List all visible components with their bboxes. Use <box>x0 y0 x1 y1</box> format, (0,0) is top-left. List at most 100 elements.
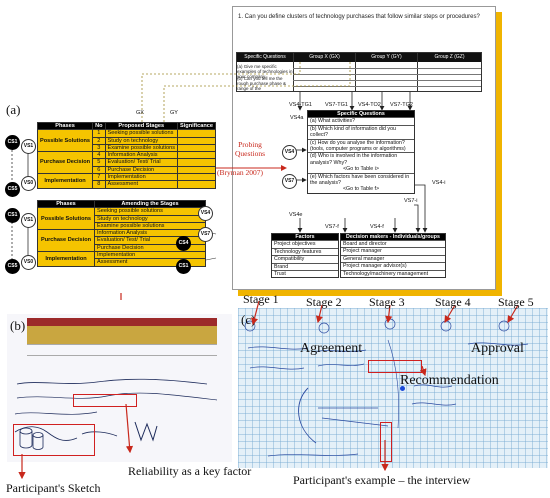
decision-maker-5: Technology/machinery management <box>341 269 445 277</box>
sketch-highlight-box <box>13 424 95 456</box>
decision-makers-header: Decision makers - Individuals/groups <box>341 234 445 240</box>
t2-phase-purchase: Purchase Decision <box>37 229 95 253</box>
vs-label-vs7-tg2: VS7-TG2 <box>390 102 413 108</box>
stage-3-label: Stage 3 <box>369 295 405 309</box>
stage-2-label: Stage 2 <box>306 295 342 309</box>
specific-questions-header: Specific Questions <box>308 111 414 118</box>
t1-no-3: 3 <box>92 143 106 153</box>
probing-line-1: Probing <box>238 140 262 149</box>
factor-3: Compatibility <box>272 255 338 262</box>
reliability-highlight-box <box>73 394 137 407</box>
agreement-annotation: Agreement <box>300 341 363 356</box>
vs-label-vs4-tg1: VS4-TG1 <box>289 102 312 108</box>
t2-header-amending: Amending the Stages <box>94 199 206 209</box>
sheet-question: 1. Can you define clusters of technology… <box>238 14 480 20</box>
stage-4-label: Stage 4 <box>435 295 471 309</box>
vs-label-vs4-f: VS4-f <box>370 224 384 230</box>
factor-1: Project objectives <box>272 240 338 247</box>
probing-questions-label: Probing Questions <box>220 140 280 158</box>
t1-phase-purchase: Purchase Decision <box>36 151 94 175</box>
t2-stage-3: Examine possible solutions <box>94 221 206 231</box>
factors-header: Factors <box>272 234 338 241</box>
t1-no-1: 1 <box>92 129 106 138</box>
panel-c-interview-photo <box>238 308 548 468</box>
decision-maker-4: Project manager advisor(s) <box>341 262 445 269</box>
vs1-marker-bottom: VS1 <box>21 213 36 228</box>
vs7-marker-spec: VS7 <box>282 174 297 189</box>
sq-go-table-i: <Go to Table i> <box>343 166 379 173</box>
vs-label-vs7-tg1: VS7-TG1 <box>325 102 348 108</box>
sheet-groups-table: Specific Questions Group X (GX) Group Y … <box>236 52 482 92</box>
sketch-table-yellow-strip <box>27 326 217 344</box>
sheet-row-a: (a) Give me specific examples of technol… <box>237 64 293 79</box>
sq-row-a: (a) What activities? <box>308 117 414 124</box>
decision-maker-1: Board and director <box>341 240 445 247</box>
decision-maker-3: General manager <box>341 254 445 262</box>
t2-phase-implementation: Implementation <box>37 251 95 267</box>
t2-stage-8: Assessment <box>94 258 206 267</box>
vs-label-vs4a: VS4a <box>290 115 304 121</box>
t1-stage-7: Implementation <box>104 173 179 182</box>
blue-dot <box>400 386 405 391</box>
stage-1-label: Stage 1 <box>243 292 279 306</box>
t1-phase-possible: Possible Solutions <box>36 129 94 153</box>
sq-row-e-text: (e) Which factors have been considered i… <box>310 173 410 187</box>
t1-stage-2: Study on technology <box>104 136 179 145</box>
vs1-marker-top: VS1 <box>21 139 36 154</box>
factors-box: Factors Project objectives Technology fe… <box>271 233 339 279</box>
sketch-scribbles <box>14 378 218 442</box>
sketch-table-lines <box>27 344 217 356</box>
sq-row-d-text: (d) Who is involved in the information a… <box>310 153 398 166</box>
sq-row-c: (c) How do you analyse the information? … <box>308 138 414 153</box>
t2-stage-7: Implementation <box>94 251 206 260</box>
sheet-row-b: (b) Can you tell me the rough purchase p… <box>237 76 287 91</box>
t1-no-4: 4 <box>92 151 106 160</box>
t1-no-2: 2 <box>92 136 106 145</box>
sheet-header-gz: Group Z (GZ) <box>418 53 481 62</box>
sheet-header-gy: Group Y (GY) <box>356 53 417 62</box>
cs5-marker-bottom: CS5 <box>5 259 20 274</box>
vs-label-vs4-to2: VS4-TO2 <box>358 102 381 108</box>
panel-b-sketch-photo <box>7 314 232 462</box>
vs7-marker-right: VS7 <box>198 227 213 242</box>
probing-line-2: Questions <box>235 149 265 158</box>
t1-stage-4: Information Analysis <box>104 151 179 160</box>
t1-header-no: No <box>92 121 106 131</box>
cs4-marker-right: CS4 <box>176 236 191 251</box>
factor-5: Trust <box>272 270 338 277</box>
t1-header-stages: Proposed Stages <box>104 121 179 131</box>
vs-label-vs7-i: VS7-i <box>404 198 418 204</box>
amended-stages-table: Phases Amending the Stages Possible Solu… <box>37 199 206 267</box>
t1-no-5: 5 <box>92 158 106 167</box>
sq-row-b: (b) Which kind of information did you co… <box>308 124 414 139</box>
vs-label-vs7-f: VS7-f <box>325 224 339 230</box>
t1-stage-8: Assessment <box>104 180 179 189</box>
reliability-caption: Reliability as a key factor <box>128 464 252 478</box>
proposed-stages-table: Phases No Proposed Stages Significance P… <box>36 121 216 189</box>
probing-citation: (Bryman 2007) <box>217 168 264 177</box>
t1-stage-5: Evaluation/ Test/ Trial <box>104 158 179 167</box>
vs4-marker-right: VS4 <box>198 206 213 221</box>
recommendation-annotation: Recommendation <box>400 373 499 388</box>
vs-label-vs4-i: VS4-i <box>432 180 446 186</box>
decision-makers-box: Decision makers - Individuals/groups Boa… <box>340 233 446 279</box>
t1-no-8: 8 <box>92 180 106 189</box>
t1-sig-8 <box>177 180 216 189</box>
cs5-marker-top: CS5 <box>5 182 20 197</box>
stage-5-label: Stage 5 <box>498 295 534 309</box>
sq-row-e: (e) Which factors have been considered i… <box>308 172 414 193</box>
panel-label-a: (a) <box>6 102 21 117</box>
vs4-marker-spec: VS4 <box>282 145 297 160</box>
sq-row-d: (d) Who is involved in the information a… <box>308 152 414 172</box>
gx-label: GX <box>136 110 144 116</box>
gy-label: GY <box>170 110 178 116</box>
cs1-marker-bottom: CS1 <box>5 208 20 223</box>
recommendation-highlight-box <box>368 360 422 373</box>
example-caption: Participant's example – the interview <box>293 473 471 487</box>
cs1-marker-right: CS1 <box>176 259 191 274</box>
approval-annotation: Approval <box>471 341 524 356</box>
sketch-cylinder-icon <box>19 427 44 450</box>
t1-stage-6: Purchase Decision <box>104 165 179 175</box>
t1-no-6: 6 <box>92 165 106 175</box>
